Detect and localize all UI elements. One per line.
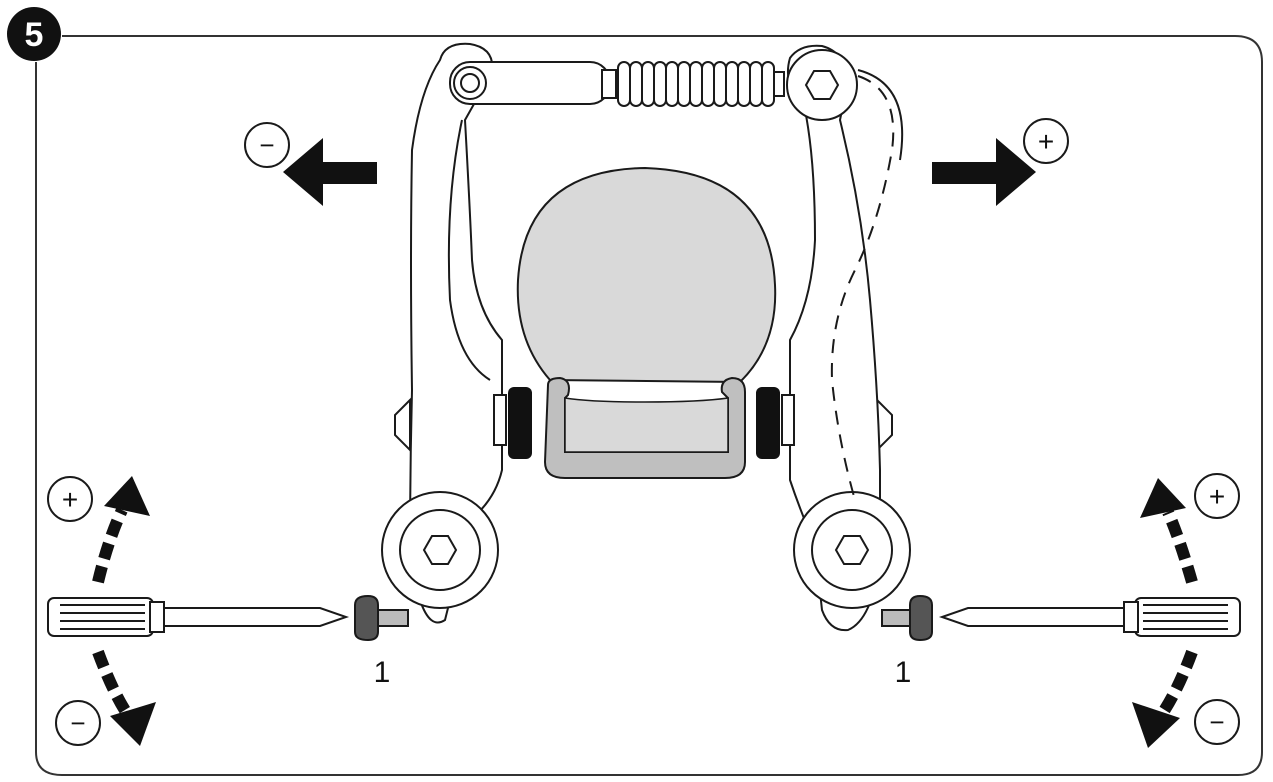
left-brake-arm: [381, 42, 507, 624]
plus-sign-icon-right: +: [1194, 473, 1240, 519]
left-tension-screw: [354, 594, 409, 642]
svg-text:+: +: [62, 484, 78, 515]
hex-bolt-icon: [834, 535, 870, 565]
screwdriver-icon-left: [47, 597, 350, 637]
minus-sign-icon-right: −: [1194, 699, 1240, 745]
curved-arrow-down-icon-left: [92, 649, 156, 746]
cable-link-arm: [449, 61, 617, 105]
arrow-right-icon: [932, 138, 1036, 206]
plus-sign-icon-top-right: +: [1023, 118, 1069, 164]
callout-label-right-screw: 1: [895, 656, 912, 689]
minus-sign-icon-top-left: −: [244, 122, 290, 168]
hex-bolt-icon: [804, 70, 840, 100]
svg-text:+: +: [1038, 126, 1054, 157]
left-brake-pad: [508, 387, 532, 459]
arrow-left-icon: [283, 138, 377, 206]
panel-frame: [35, 35, 1263, 776]
cable-anchor-bolt: [786, 49, 858, 121]
svg-text:−: −: [259, 130, 274, 160]
brake-cable: [830, 75, 895, 501]
curved-arrow-up-icon-left: [92, 476, 150, 584]
step-badge: 5: [7, 7, 61, 61]
step-number: 5: [25, 16, 44, 54]
svg-text:−: −: [1209, 707, 1224, 737]
curved-arrow-down-icon-right: [1132, 649, 1198, 748]
return-spring: [617, 61, 785, 107]
screwdriver-icon-right: [938, 597, 1241, 637]
right-brake-arm: [781, 44, 911, 632]
svg-text:−: −: [70, 708, 85, 738]
wheel-rim: [543, 376, 746, 479]
curved-arrow-up-icon-right: [1140, 478, 1198, 584]
plus-sign-icon-left: +: [47, 476, 93, 522]
minus-sign-icon-left: −: [55, 700, 101, 746]
right-tension-screw: [881, 594, 933, 642]
right-brake-pad: [756, 387, 780, 459]
hex-bolt-icon: [422, 535, 458, 565]
tire: [516, 166, 777, 384]
svg-text:+: +: [1209, 481, 1225, 512]
callout-label-left-screw: 1: [374, 656, 391, 689]
